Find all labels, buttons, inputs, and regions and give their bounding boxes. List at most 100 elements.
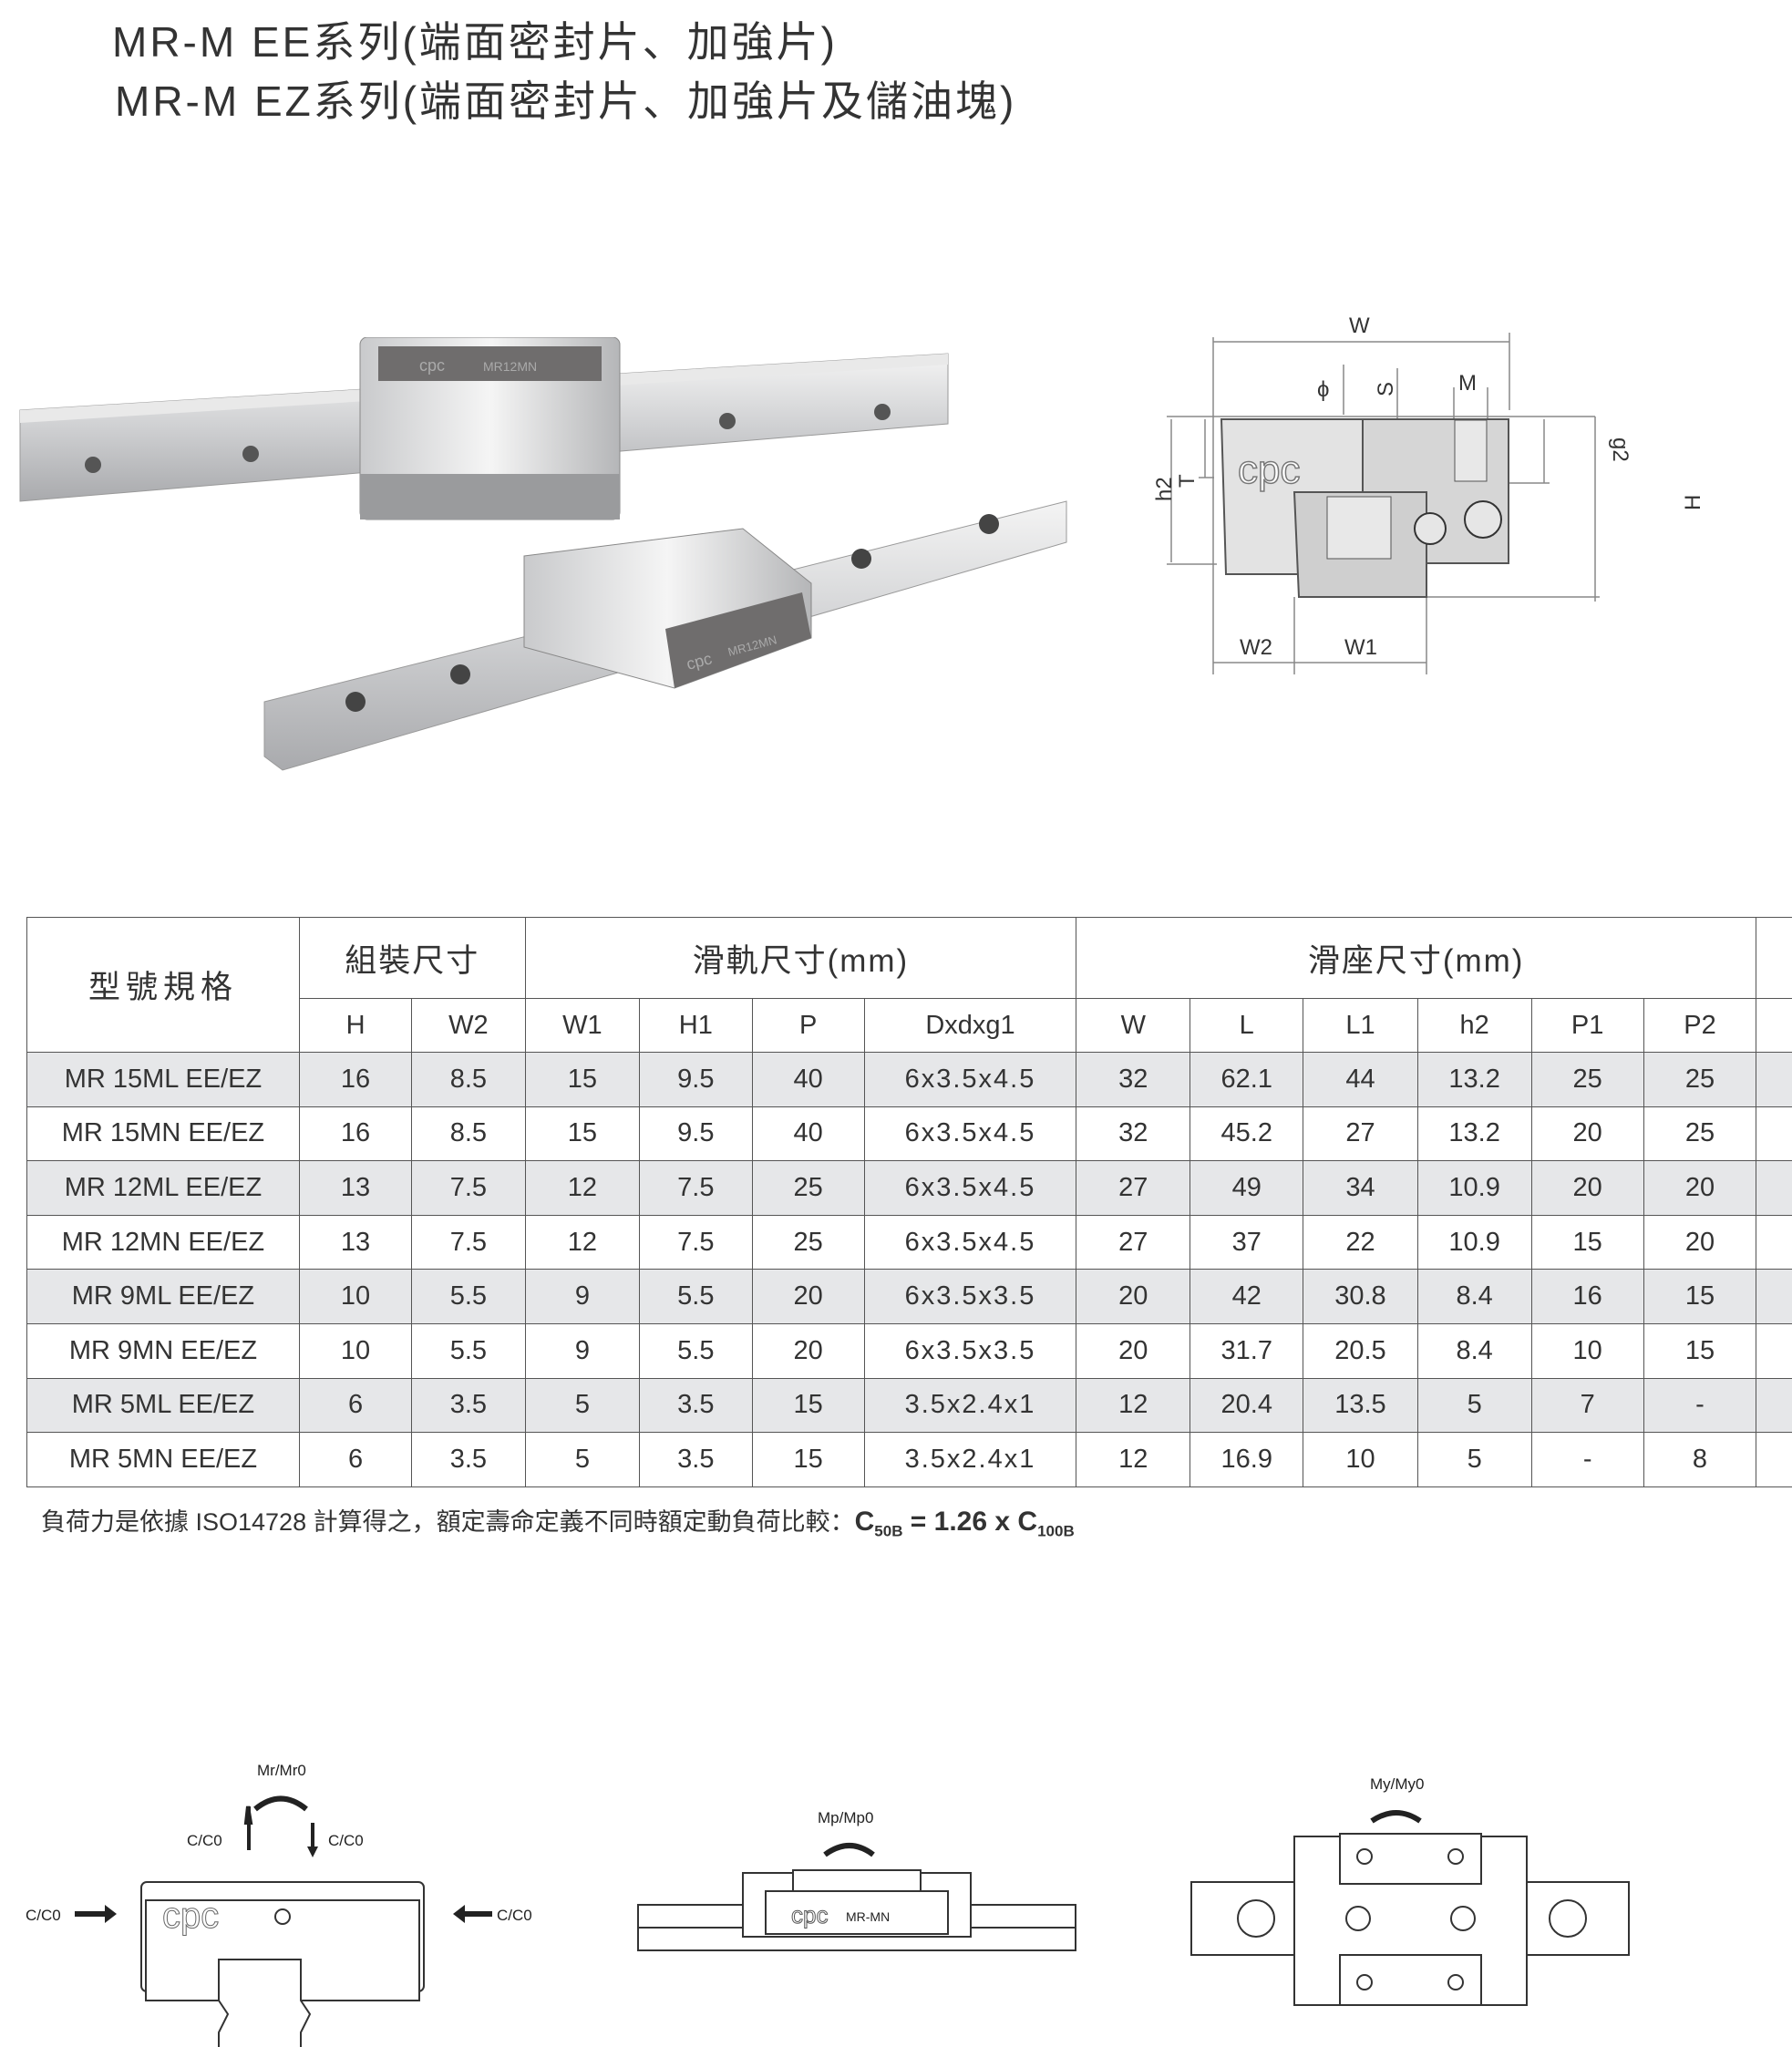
- value-cell: 25: [1530, 1052, 1644, 1107]
- value-cell: 42: [1190, 1269, 1304, 1324]
- value-cell: 3.5: [411, 1432, 526, 1487]
- value-cell: 15: [524, 1106, 641, 1162]
- top-view-diagram: [1190, 1833, 1630, 2006]
- value-cell: 15: [1530, 1214, 1644, 1270]
- value-cell: 5: [1416, 1432, 1532, 1487]
- label-S: S: [1374, 382, 1398, 396]
- value-cell: 5: [1416, 1377, 1532, 1434]
- value-cell: 40: [751, 1052, 865, 1107]
- column-header: h2: [1416, 998, 1532, 1053]
- value-cell: 32: [1076, 1052, 1191, 1107]
- value-cell: 40: [751, 1106, 865, 1162]
- model-cell: MR 12ML EE/EZ: [26, 1160, 300, 1216]
- value-cell: 8.4: [1416, 1322, 1532, 1379]
- value-cell: 3.5: [639, 1432, 753, 1487]
- svg-text:cpc: cpc: [162, 1896, 219, 1936]
- svg-text:cpc: cpc: [419, 356, 445, 375]
- label-h2: h2: [1152, 477, 1177, 501]
- value-cell: 13.2: [1416, 1106, 1532, 1162]
- group-assembly: 組裝尺寸: [298, 917, 526, 999]
- column-header: P: [751, 998, 865, 1053]
- value-cell: 8.4: [1416, 1269, 1532, 1324]
- product-photo: cpc MR12MN cpc MR12MN: [19, 337, 1067, 771]
- column-header: L1: [1303, 998, 1418, 1053]
- value-cell: 3.5: [411, 1377, 526, 1434]
- title-ez-series: MR-M EZ系列(端面密封片、加強片及儲油塊): [115, 77, 1017, 125]
- label-phi: ϕ: [1317, 377, 1329, 402]
- value-cell: 20: [1643, 1160, 1757, 1216]
- label-c-up: C/C0: [187, 1832, 222, 1849]
- value-cell: 15: [751, 1432, 865, 1487]
- value-cell: 25: [1643, 1106, 1757, 1162]
- value-cell: 6x3.5x4.5: [863, 1160, 1077, 1216]
- value-cell: 13: [298, 1160, 413, 1216]
- value-cell: 10.9: [1416, 1160, 1532, 1216]
- front-view-diagram: [140, 1881, 425, 2047]
- svg-text:cpc: cpc: [1238, 447, 1300, 492]
- value-cell: 9.5: [639, 1052, 753, 1107]
- value-cell: 5: [524, 1432, 641, 1487]
- model-cell: MR 5ML EE/EZ: [26, 1377, 300, 1434]
- load-diagrams: Mr/Mr0 C/C0 C/C0 C/C0 C/C0 Mp/Mp0 My/My0…: [26, 1762, 1630, 2047]
- value-cell: 44: [1303, 1052, 1418, 1107]
- value-cell: 6x3.5x4.5: [863, 1052, 1077, 1107]
- value-cell: 13.2: [1416, 1052, 1532, 1107]
- column-header: W1: [524, 998, 641, 1053]
- value-cell: 16: [1530, 1269, 1644, 1324]
- value-cell: 27: [1076, 1214, 1191, 1270]
- column-header: L: [1190, 998, 1304, 1053]
- value-cell: 10: [1530, 1322, 1644, 1379]
- column-header: W: [1076, 998, 1191, 1053]
- value-cell: 12: [524, 1214, 641, 1270]
- value-cell: 25: [751, 1160, 865, 1216]
- label-W2: W2: [1240, 635, 1272, 660]
- value-cell: 6x3.5x3.5: [863, 1322, 1077, 1379]
- model-cell: MR 12MN EE/EZ: [26, 1214, 300, 1270]
- cross-section-diagram: cpc W ϕ S M T h2 g2 H W2 W1: [1152, 314, 1705, 674]
- value-cell: 6: [298, 1377, 413, 1434]
- value-cell: 49: [1190, 1160, 1304, 1216]
- value-cell: 9.5: [639, 1106, 753, 1162]
- value-cell: 15: [1643, 1269, 1757, 1324]
- value-cell: 5.5: [639, 1322, 753, 1379]
- value-cell: 5.5: [411, 1322, 526, 1379]
- svg-text:MR12MN: MR12MN: [483, 359, 537, 374]
- value-cell: 16.9: [1190, 1432, 1304, 1487]
- column-header: W2: [411, 998, 526, 1053]
- value-cell: 3.5x2.4x1: [863, 1432, 1077, 1487]
- value-cell: 12: [1076, 1377, 1191, 1434]
- value-cell: 20: [751, 1322, 865, 1379]
- label-mr: Mr/Mr0: [257, 1762, 306, 1779]
- value-cell: 30.8: [1303, 1269, 1418, 1324]
- column-header: Dxdxg1: [863, 998, 1077, 1053]
- label-c-left: C/C0: [26, 1907, 61, 1924]
- group-block: 滑座尺寸(mm): [1076, 917, 1757, 999]
- model-cell: MR 15ML EE/EZ: [26, 1052, 300, 1107]
- value-cell: 7.5: [639, 1160, 753, 1216]
- label-W1: W1: [1344, 635, 1377, 660]
- value-cell: 9: [524, 1269, 641, 1324]
- model-cell: MR 9ML EE/EZ: [26, 1269, 300, 1324]
- value-cell: 5.5: [639, 1269, 753, 1324]
- value-cell: 5.5: [411, 1269, 526, 1324]
- svg-text:MR-MN: MR-MN: [846, 1909, 890, 1924]
- value-cell: 16: [298, 1106, 413, 1162]
- value-cell: 6x3.5x3.5: [863, 1269, 1077, 1324]
- value-cell: 20: [1076, 1269, 1191, 1324]
- value-cell: 20: [751, 1269, 865, 1324]
- label-my: My/My0: [1370, 1775, 1425, 1793]
- label-M: M: [1458, 371, 1477, 396]
- value-cell: 20: [1643, 1214, 1757, 1270]
- value-cell: 10: [298, 1322, 413, 1379]
- value-cell: 10: [1303, 1432, 1418, 1487]
- value-cell: 10.9: [1416, 1214, 1532, 1270]
- value-cell: 9: [524, 1322, 641, 1379]
- value-cell: 6x3.5x4.5: [863, 1106, 1077, 1162]
- model-cell: MR 9MN EE/EZ: [26, 1322, 300, 1379]
- value-cell: 16: [298, 1052, 413, 1107]
